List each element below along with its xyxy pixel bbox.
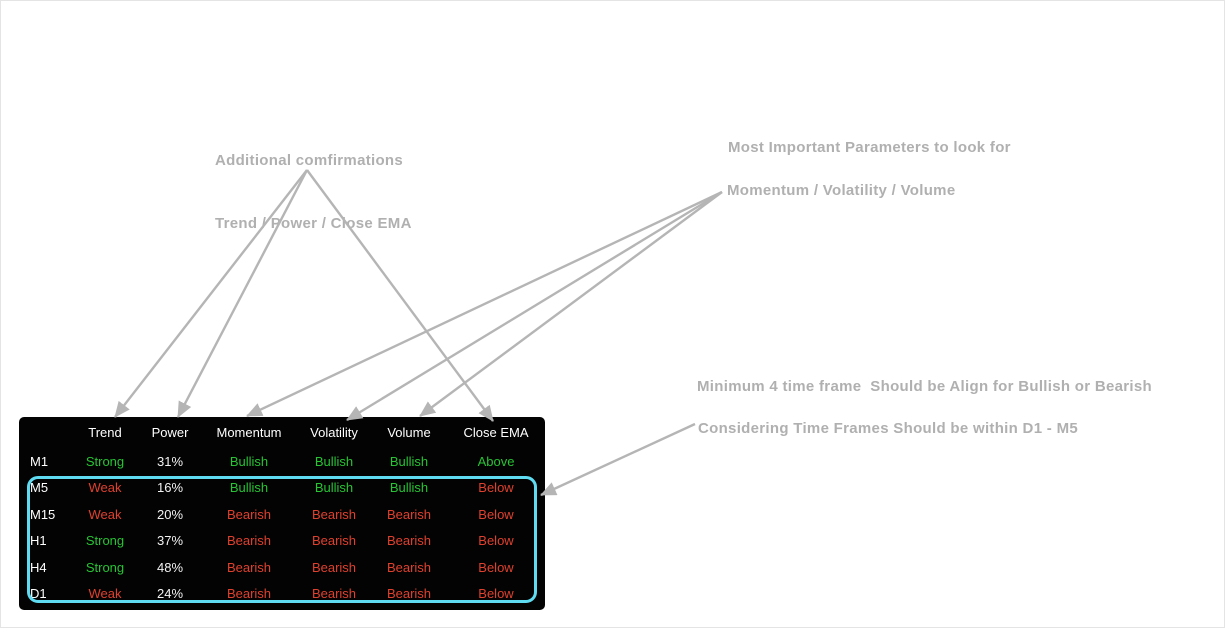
indicator-panel: Trend Power Momentum Volatility Volume Close …	[19, 417, 545, 610]
timeframe-label: M5	[30, 480, 49, 496]
timeframe-label: M15	[30, 506, 56, 522]
note-additional-line2: Trend / Power / Close EMA	[215, 215, 412, 232]
table-cell: 37%	[156, 533, 184, 549]
note-alignment-line1: Minimum 4 time frame Should be Align for…	[697, 378, 1152, 395]
table-cell: Below	[478, 506, 514, 522]
table-cell: Bullish	[389, 453, 429, 469]
table-cell: Bullish	[314, 453, 354, 469]
table-cell: Bearish	[311, 506, 357, 522]
table-cell: 16%	[156, 480, 184, 496]
table-row: H1 Strong 37% Bearish Bearish Bearish Below	[19, 528, 545, 555]
note-alignment-line2: Considering Time Frames Should be within…	[698, 420, 1079, 437]
table-row: M5 Weak 16% Bullish Bullish Bullish Below	[19, 475, 545, 502]
timeframe-label: H1	[30, 533, 47, 549]
table-cell: Strong	[85, 453, 125, 469]
table-cell: Bullish	[389, 480, 429, 496]
table-cell: 48%	[156, 559, 184, 575]
column-header: Momentum	[216, 425, 282, 440]
note-important-parameters-line1: Most Important Parameters to look for	[728, 139, 1011, 156]
table-cell: Bearish	[386, 533, 432, 549]
timeframe-label: H4	[30, 559, 47, 575]
column-header: Trend	[88, 425, 122, 440]
table-cell: Bearish	[311, 533, 357, 549]
table-row: M1 Strong 31% Bullish Bullish Bullish Above	[19, 448, 545, 475]
table-cell: Bearish	[386, 506, 432, 522]
column-header: Close EMA	[463, 425, 529, 440]
table-cell: Below	[478, 586, 514, 602]
table-cell: Bearish	[226, 586, 272, 602]
table-cell: Bearish	[386, 586, 432, 602]
table-cell: Strong	[85, 559, 125, 575]
table-cell: Bearish	[226, 533, 272, 549]
table-row: H4 Strong 48% Bearish Bearish Bearish Below	[19, 554, 545, 581]
table-cell: Weak	[88, 586, 122, 602]
table-cell: Bullish	[229, 480, 269, 496]
table-cell: Weak	[88, 506, 122, 522]
table-row: M15 Weak 20% Bearish Bearish Bearish Below	[19, 501, 545, 528]
table-cell: Bearish	[226, 506, 272, 522]
table-header-row: Trend Power Momentum Volatility Volume Close …	[19, 417, 545, 448]
table-cell: 20%	[156, 506, 184, 522]
table-cell: 24%	[156, 586, 184, 602]
table-cell: Weak	[88, 480, 122, 496]
note-additional-line1: Additional comfirmations	[215, 152, 404, 169]
table-cell: Below	[478, 533, 514, 549]
arrow-to-volume-column	[419, 191, 723, 417]
table-cell: Bearish	[386, 559, 432, 575]
column-header: Volatility	[310, 425, 358, 440]
note-important-parameters-line2: Momentum / Volatility / Volume	[727, 182, 956, 199]
table-cell: Bearish	[311, 559, 357, 575]
timeframe-label: D1	[30, 586, 47, 602]
timeframe-label: M1	[30, 453, 49, 469]
table-cell: Bullish	[314, 480, 354, 496]
table-cell: 31%	[156, 453, 184, 469]
note-additional-confirmations: Additional comfirmations Trend / Power /…	[215, 108, 412, 276]
table-cell: Below	[478, 480, 514, 496]
table-cell: Strong	[85, 533, 125, 549]
arrow-to-highlight-box	[540, 422, 696, 497]
table-row: D1 Weak 24% Bearish Bearish Bearish Below	[19, 581, 545, 608]
table-cell: Bearish	[311, 586, 357, 602]
table-cell: Bullish	[229, 453, 269, 469]
column-header: Power	[151, 425, 189, 440]
table-cell: Bearish	[226, 559, 272, 575]
table-cell: Below	[478, 559, 514, 575]
table-cell: Above	[477, 453, 515, 469]
column-header: Volume	[387, 425, 431, 440]
